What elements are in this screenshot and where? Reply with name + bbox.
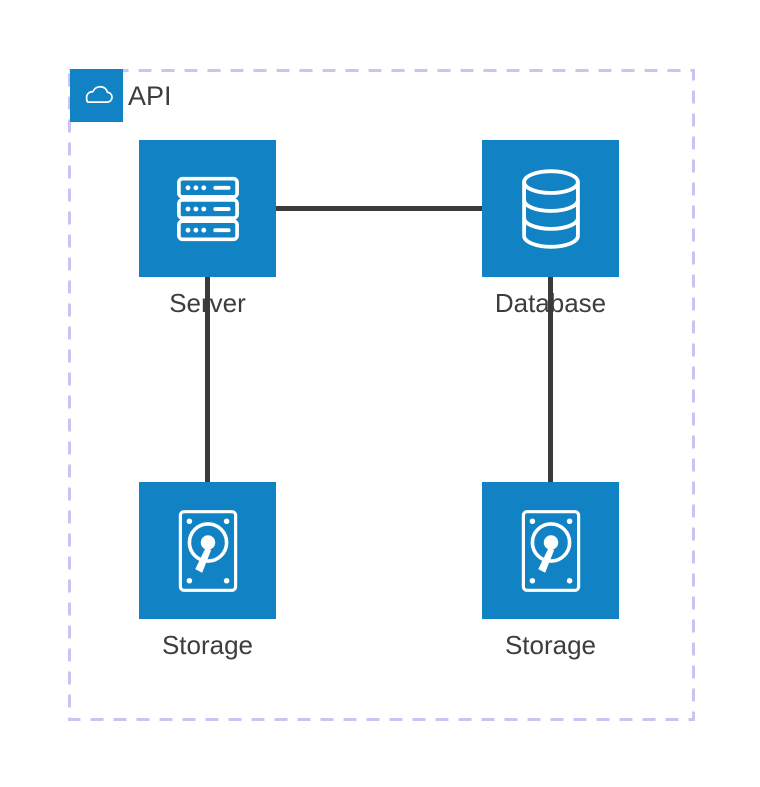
storage-icon: [517, 506, 585, 596]
server-icon: [169, 169, 247, 249]
node-label-storage-1: Storage: [161, 630, 254, 660]
api-boundary-label: API: [128, 81, 172, 111]
api-boundary[interactable]: [68, 69, 695, 721]
cloud-icon: [77, 76, 117, 116]
node-label-storage-2: Storage: [504, 630, 597, 660]
edge-server-database[interactable]: [276, 206, 482, 211]
database-icon: [510, 165, 592, 253]
node-storage-1[interactable]: [139, 482, 276, 619]
edge-database-storage[interactable]: [548, 277, 553, 482]
storage-icon: [174, 506, 242, 596]
edge-server-storage[interactable]: [205, 277, 210, 482]
node-storage-2[interactable]: [482, 482, 619, 619]
api-badge[interactable]: [70, 69, 123, 122]
node-database[interactable]: [482, 140, 619, 277]
node-server[interactable]: [139, 140, 276, 277]
